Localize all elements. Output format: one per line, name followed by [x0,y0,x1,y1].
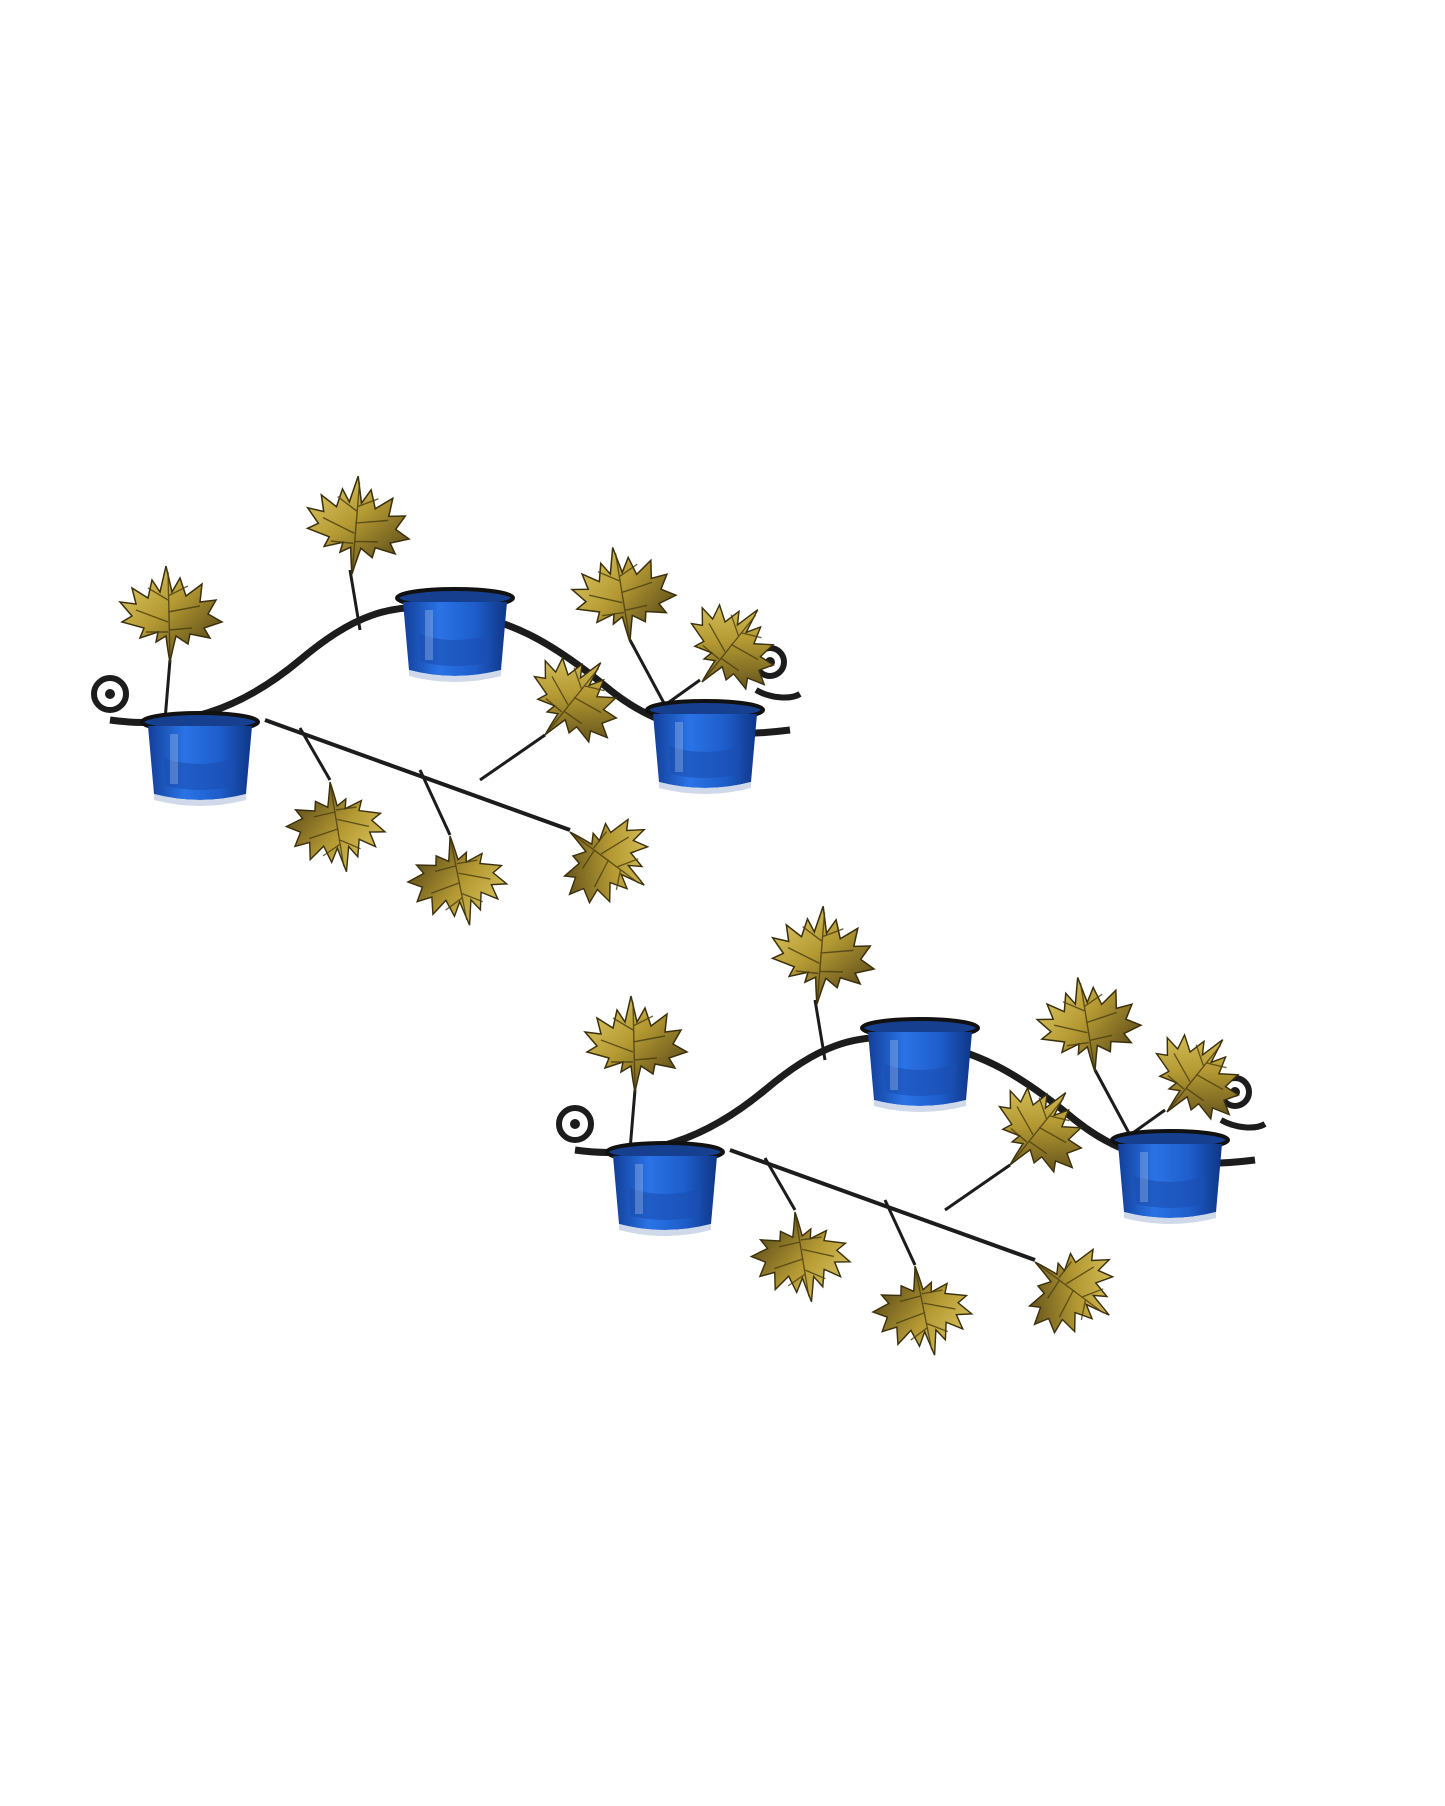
product-photo [90,467,1269,1368]
product-image-canvas [90,467,1269,1368]
